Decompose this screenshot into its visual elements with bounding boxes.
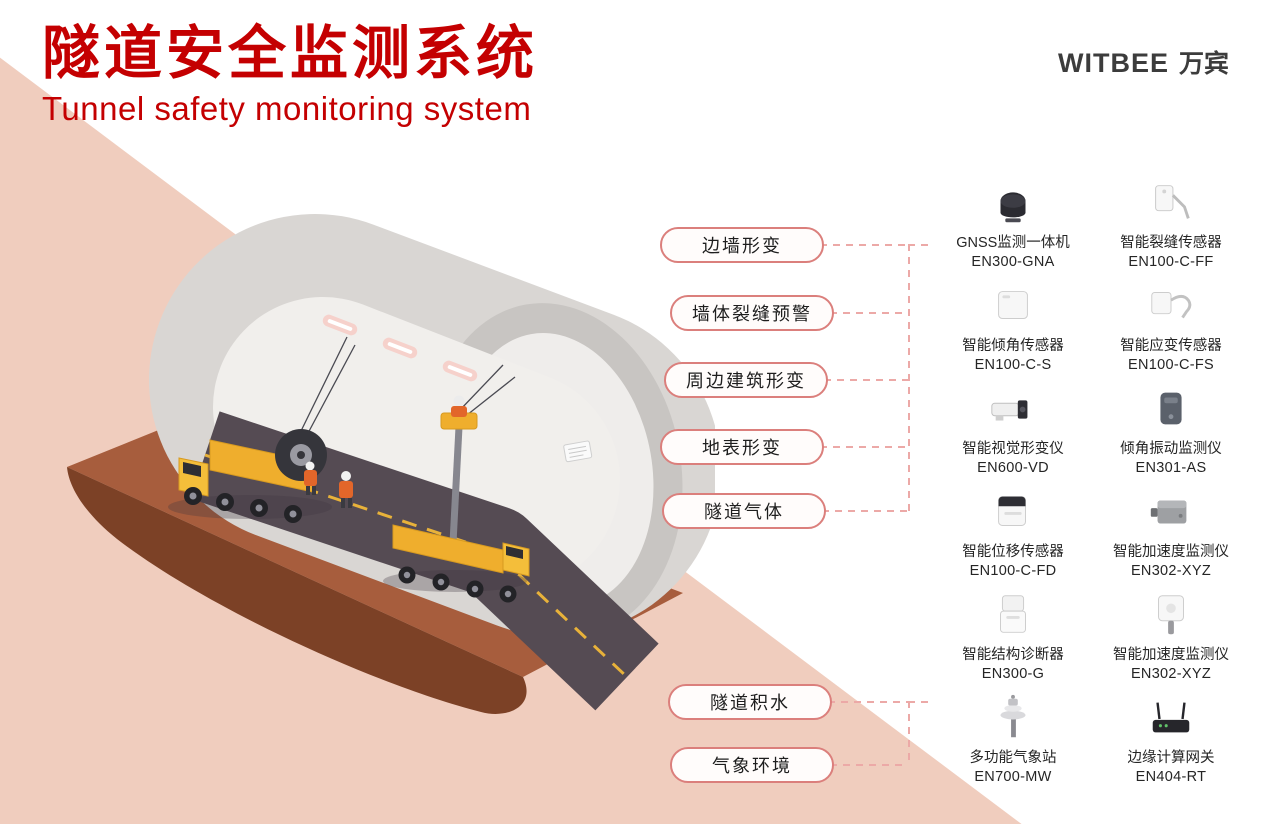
monitoring-label-7: 气象环境 <box>670 747 834 783</box>
connector-line <box>830 312 908 314</box>
product-item: 边缘计算网关 EN404-RT <box>1094 691 1248 794</box>
connector-line <box>828 701 908 703</box>
connector-line <box>822 510 908 512</box>
connector-line <box>820 244 908 246</box>
tilt-vibration-icon <box>1146 382 1196 434</box>
product-name: 智能加速度监测仪 <box>1113 647 1229 663</box>
strain-sensor-icon <box>1146 279 1196 331</box>
product-item: 倾角振动监测仪 EN301-AS <box>1094 382 1248 485</box>
product-name: 智能倾角传感器 <box>962 338 1064 354</box>
monitoring-label-2: 墙体裂缝预警 <box>670 295 834 331</box>
edge-gateway-icon <box>1146 691 1196 743</box>
truck-wheels <box>184 487 302 523</box>
connector-branch <box>908 244 934 246</box>
product-model: EN700-MW <box>974 769 1052 785</box>
monitoring-label-text: 地表形变 <box>702 438 782 458</box>
product-model: EN100-C-FD <box>969 563 1057 579</box>
truck-wheels <box>398 566 517 603</box>
monitoring-label-text: 墙体裂缝预警 <box>692 304 812 324</box>
product-model: EN100-C-S <box>974 357 1052 373</box>
product-item: 智能裂缝传感器 EN100-C-FF <box>1094 176 1248 279</box>
product-name: 智能裂缝传感器 <box>1120 235 1222 251</box>
product-item: 智能应变传感器 EN100-C-FS <box>1094 279 1248 382</box>
brand-logo: WITBEE 万宾 <box>1058 44 1229 80</box>
product-name: 智能应变传感器 <box>1120 338 1222 354</box>
monitoring-label-text: 气象环境 <box>712 756 792 776</box>
ceiling-lights <box>322 314 478 382</box>
brand-logo-cn: 万宾 <box>1178 50 1229 78</box>
product-model: EN301-AS <box>1135 460 1207 476</box>
monitoring-label-text: 周边建筑形变 <box>686 371 806 391</box>
product-name: 智能结构诊断器 <box>962 647 1064 663</box>
product-item: 智能位移传感器 EN100-C-FD <box>936 485 1090 588</box>
connector-line <box>824 379 908 381</box>
product-item: 智能结构诊断器 EN300-G <box>936 588 1090 691</box>
product-item: 多功能气象站 EN700-MW <box>936 691 1090 794</box>
product-item: 智能视觉形变仪 EN600-VD <box>936 382 1090 485</box>
product-item: 智能加速度监测仪 EN302-XYZ <box>1094 485 1248 588</box>
aerial-platform-truck <box>392 364 530 603</box>
product-model: EN600-VD <box>977 460 1049 476</box>
accelerometer-pole-icon <box>1146 588 1196 640</box>
product-name: 倾角振动监测仪 <box>1120 441 1222 457</box>
product-model: EN404-RT <box>1135 769 1207 785</box>
monitoring-label-text: 隧道积水 <box>710 693 790 713</box>
product-item: GNSS监测一体机 EN300-GNA <box>936 176 1090 279</box>
monitoring-label-4: 地表形变 <box>660 429 824 465</box>
displacement-sensor-icon <box>988 485 1038 537</box>
connector-trunk-top <box>908 244 910 512</box>
vehicle-shadow <box>383 570 527 592</box>
product-item: 智能加速度监测仪 EN302-XYZ <box>1094 588 1248 691</box>
worker-on-platform <box>451 395 467 417</box>
product-name: GNSS监测一体机 <box>956 235 1070 251</box>
crack-sensor-icon <box>1146 176 1196 228</box>
product-model: EN302-XYZ <box>1130 666 1212 682</box>
brand-logo-en: WITBEE <box>1057 48 1169 78</box>
page-subtitle: Tunnel safety monitoring system <box>42 89 532 127</box>
product-name: 多功能气象站 <box>969 750 1057 766</box>
product-name: 智能位移传感器 <box>962 544 1064 560</box>
connector-trunk-bottom <box>908 701 910 766</box>
product-model: EN300-GNA <box>971 254 1055 270</box>
road-centerline <box>204 453 629 679</box>
connector-line <box>820 446 908 448</box>
accelerometer-icon <box>1146 485 1196 537</box>
product-model: EN300-G <box>981 666 1045 682</box>
connector-branch <box>908 701 934 703</box>
page-title: 隧道安全监测系统 <box>42 21 539 86</box>
monitoring-label-6: 隧道积水 <box>668 684 832 720</box>
gnss-receiver-icon <box>988 176 1038 228</box>
product-model: EN100-C-FS <box>1128 357 1214 373</box>
monitoring-label-1: 边墙形变 <box>660 227 824 263</box>
header: 隧道安全监测系统 Tunnel safety monitoring system <box>42 22 538 128</box>
tunnel-scene <box>67 214 721 714</box>
worker <box>304 461 317 495</box>
structure-diagnoser-icon <box>988 588 1038 640</box>
product-model: EN302-XYZ <box>1130 563 1212 579</box>
tilt-sensor-icon <box>988 279 1038 331</box>
worker <box>339 471 353 508</box>
product-grid: GNSS监测一体机 EN300-GNA 智能裂缝传感器 EN100-C-FF 智能倾角传… <box>936 176 1248 794</box>
product-item: 智能倾角传感器 EN100-C-S <box>936 279 1090 382</box>
wall-sign <box>563 440 593 463</box>
monitoring-label-5: 隧道气体 <box>662 493 826 529</box>
monitoring-label-3: 周边建筑形变 <box>664 362 828 398</box>
monitoring-label-text: 隧道气体 <box>704 502 784 522</box>
product-name: 智能视觉形变仪 <box>962 441 1064 457</box>
product-model: EN100-C-FF <box>1128 254 1214 270</box>
weather-station-icon <box>988 691 1038 743</box>
tunnel-illustration <box>55 165 721 735</box>
vision-camera-icon <box>988 382 1038 434</box>
connector-line <box>830 764 908 766</box>
product-name: 边缘计算网关 <box>1127 750 1215 766</box>
monitoring-label-text: 边墙形变 <box>702 236 782 256</box>
tunnel-shell <box>149 214 721 637</box>
product-name: 智能加速度监测仪 <box>1113 544 1229 560</box>
